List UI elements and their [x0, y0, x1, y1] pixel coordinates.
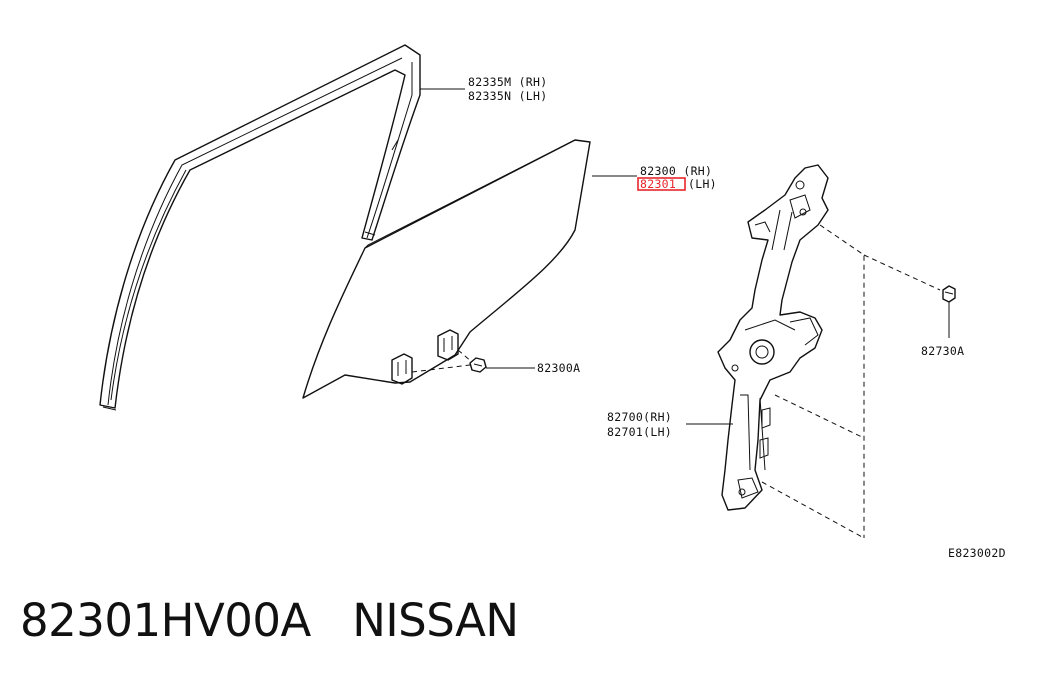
label-glass-lh-part: 82301	[640, 177, 676, 191]
regulator-bolt	[942, 285, 956, 338]
caption-part-number: 82301HV00A	[20, 594, 311, 647]
label-diagram-code: E823002D	[948, 546, 1006, 560]
window-regulator	[717, 164, 829, 511]
label-glass-rh: 82300 (RH)	[640, 164, 712, 178]
caption-brand: NISSAN	[352, 594, 519, 647]
label-seal-rh: 82335M (RH)	[468, 75, 547, 89]
label-regulator-lh: 82701(LH)	[607, 425, 672, 439]
highlight-box	[637, 177, 686, 191]
door-glass	[302, 139, 591, 399]
label-glass-bolt: 82300A	[537, 361, 580, 375]
leader-lines	[420, 88, 733, 425]
label-regulator-rh: 82700(RH)	[607, 410, 672, 424]
parts-diagram: 82335M (RH) 82335N (LH) 82300 (RH) 82301…	[99, 44, 1006, 560]
label-seal-lh: 82335N (LH)	[468, 89, 547, 103]
glass-brackets	[391, 329, 473, 385]
label-glass-lh-side: (LH)	[688, 177, 717, 191]
regulator-dash-lines	[761, 224, 941, 539]
glass-run-seal	[99, 44, 421, 411]
caption: 82301HV00A NISSAN	[20, 594, 519, 647]
glass-bolt	[469, 357, 535, 373]
label-regulator-bolt: 82730A	[921, 344, 964, 358]
